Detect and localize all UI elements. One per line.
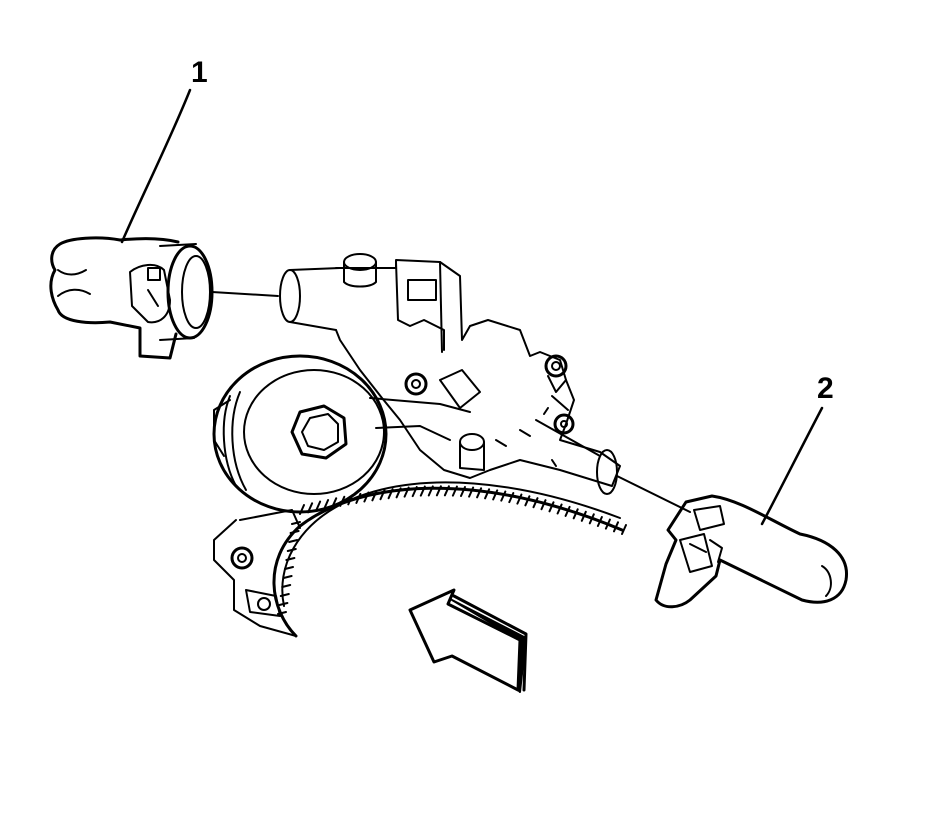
- hose-2-icon: [654, 494, 848, 609]
- hose-1-icon: [49, 236, 214, 360]
- flywheel-icon: [213, 481, 627, 638]
- leader-line-1: [120, 88, 192, 244]
- direction-arrow-icon: [408, 588, 528, 693]
- alignment-line-1: [211, 291, 279, 297]
- housing-icon: [279, 253, 621, 495]
- alignment-line-2: [616, 475, 691, 513]
- callout-2: 2: [817, 372, 834, 405]
- callout-1: 1: [191, 56, 208, 89]
- pulley-icon: [212, 354, 388, 514]
- leader-line-2: [760, 406, 824, 526]
